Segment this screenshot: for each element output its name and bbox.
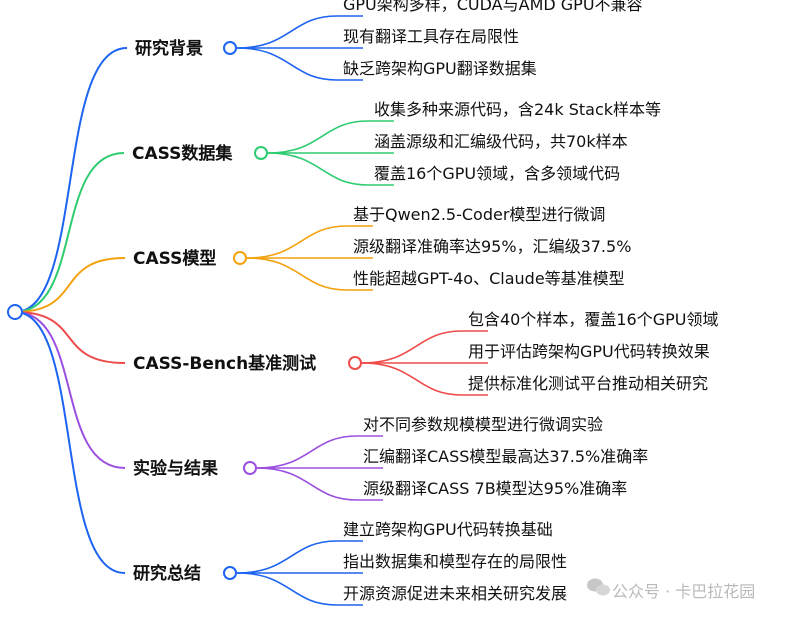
branch-item: 性能超越GPT-4o、Claude等基准模型 <box>353 269 625 288</box>
edge-root-to-category <box>14 311 126 364</box>
category-label: 研究背景 <box>135 38 203 59</box>
edge-category-to-item <box>267 152 394 186</box>
branch-item: 现有翻译工具存在局限性 <box>343 27 519 46</box>
edge-category-to-item <box>267 120 394 154</box>
branch-item: 涵盖源级和汇编级代码，共70k样本 <box>374 132 628 151</box>
edge-category-to-item <box>256 467 383 501</box>
branch-item: 用于评估跨架构GPU代码转换效果 <box>468 342 710 361</box>
mind-map-nodes: GPU架构多样，CUDA与AMD GPU不兼容现有翻译工具存在局限性缺乏跨架构G… <box>7 0 718 603</box>
category-label: 研究总结 <box>133 563 201 584</box>
category-label: CASS数据集 <box>132 143 233 164</box>
category-node <box>233 251 247 265</box>
edge-category-to-item <box>236 572 363 606</box>
watermark: 公众号 · 卡巴拉花园 <box>587 578 755 601</box>
category-label: 实验与结果 <box>133 458 218 479</box>
mind-map-edges <box>14 15 488 606</box>
edge-category-to-item <box>246 225 373 259</box>
category-node <box>243 461 257 475</box>
branch-item: 基于Qwen2.5-Coder模型进行微调 <box>353 205 605 224</box>
branch-item: 对不同参数规模模型进行微调实验 <box>363 415 603 434</box>
watermark-text: 公众号 · 卡巴拉花园 <box>612 582 755 601</box>
branch-item: 包含40个样本，覆盖16个GPU领域 <box>468 310 718 329</box>
edge-category-to-item <box>236 15 363 49</box>
category-node <box>348 356 362 370</box>
branch-item: GPU架构多样，CUDA与AMD GPU不兼容 <box>343 0 643 14</box>
category-label: CASS-Bench基准测试 <box>133 353 316 374</box>
branch-item: 汇编翻译CASS模型最高达37.5%准确率 <box>363 447 648 466</box>
branch-item: 提供标准化测试平台推动相关研究 <box>468 374 708 393</box>
root-node <box>7 304 23 320</box>
branch-item: 源级翻译准确率达95%，汇编级37.5% <box>353 237 631 256</box>
category-node <box>223 41 237 55</box>
branch-item: 收集多种来源代码，含24k Stack样本等 <box>374 100 661 119</box>
edge-root-to-category <box>14 47 128 313</box>
edge-root-to-category <box>14 152 125 313</box>
edge-category-to-item <box>361 362 488 396</box>
category-node <box>223 566 237 580</box>
category-label: CASS模型 <box>133 248 216 269</box>
edge-category-to-item <box>236 47 363 81</box>
branch-item: 覆盖16个GPU领域，含多领域代码 <box>374 164 620 183</box>
wechat-icon <box>587 578 610 596</box>
edge-root-to-category <box>14 311 126 469</box>
edge-category-to-item <box>236 540 363 574</box>
branch-item: 源级翻译CASS 7B模型达95%准确率 <box>363 479 627 498</box>
branch-item: 开源资源促进未来相关研究发展 <box>343 584 567 603</box>
branch-item: 指出数据集和模型存在的局限性 <box>343 552 567 571</box>
edge-category-to-item <box>246 257 373 291</box>
edge-root-to-category <box>14 257 126 313</box>
category-node <box>254 146 268 160</box>
branch-item: 缺乏跨架构GPU翻译数据集 <box>343 59 537 78</box>
edge-category-to-item <box>361 330 488 364</box>
branch-item: 建立跨架构GPU代码转换基础 <box>343 520 553 539</box>
edge-root-to-category <box>14 311 126 574</box>
edge-category-to-item <box>256 435 383 469</box>
